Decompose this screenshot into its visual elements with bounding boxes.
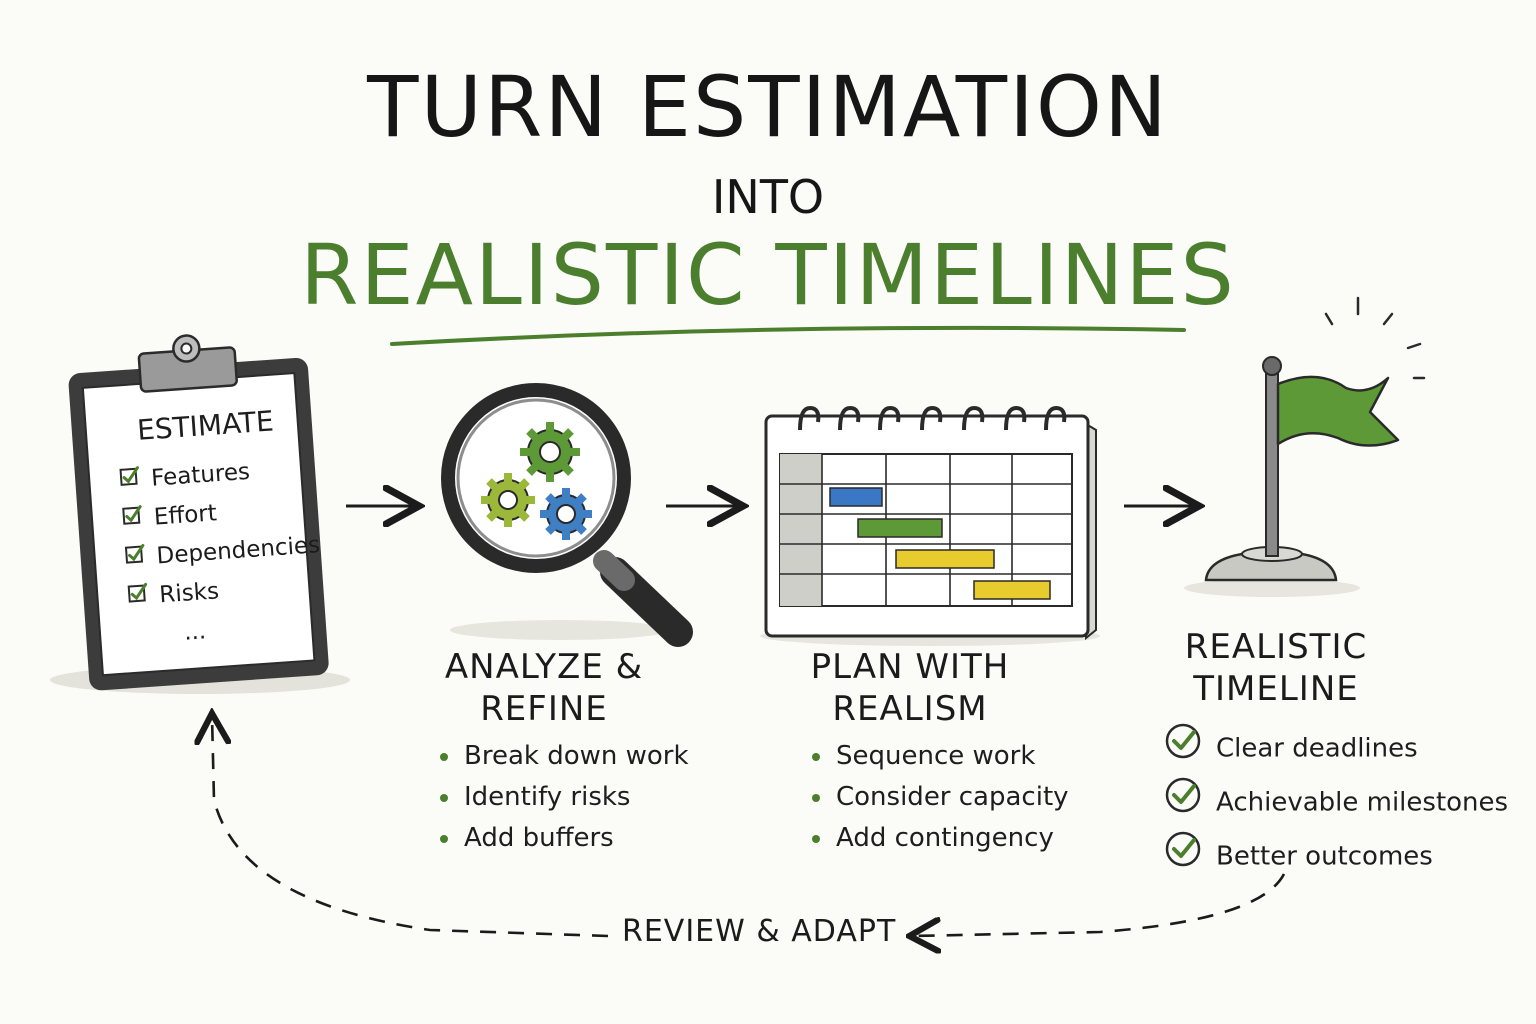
plan-bullets: Sequence work Consider capacity Add cont… [812, 736, 1069, 859]
magnifying-glass-icon [441, 383, 693, 647]
review-adapt-label: REVIEW & ADAPT [612, 914, 907, 949]
analyze-bullet-text: Add buffers [464, 823, 614, 853]
estimate-item-label: Effort [153, 500, 218, 531]
plan-bullet-text: Sequence work [836, 741, 1036, 771]
timeline-check-text: Better outcomes [1216, 841, 1433, 872]
bullet-dot [440, 834, 448, 843]
list-item: Features [118, 448, 316, 501]
bullet-dot [812, 752, 820, 761]
flag-icon [1184, 296, 1426, 597]
bullet-dot [812, 834, 820, 843]
list-item: Dependencies [123, 526, 321, 579]
timeline-step-title: REALISTIC TIMELINE [1136, 626, 1416, 710]
list-item: Add buffers [440, 818, 689, 859]
gantt-bar [895, 549, 995, 569]
estimate-card: ESTIMATE [136, 404, 275, 447]
feedback-loop-path [212, 716, 609, 938]
list-item: Break down work [440, 736, 689, 777]
plan-bullet-text: Consider capacity [836, 782, 1069, 812]
analyze-title-line-1: ANALYZE & [444, 647, 644, 687]
calendar-icon [760, 405, 1100, 646]
list-item: Consider capacity [812, 777, 1069, 818]
gantt-bar [829, 487, 883, 507]
title-underline [390, 325, 1186, 346]
list-item: Risks [126, 565, 324, 618]
title-line-2: INTO [711, 170, 825, 224]
timeline-check-text: Achievable milestones [1216, 787, 1509, 818]
title-line-1: TURN ESTIMATION [367, 58, 1169, 156]
analyze-bullets: Break down work Identify risks Add buffe… [440, 736, 689, 859]
estimate-item-label: Risks [158, 578, 220, 609]
list-item: Effort [121, 487, 319, 540]
plan-step-title: PLAN WITH REALISM [770, 646, 1050, 730]
bullet-dot [440, 793, 448, 802]
analyze-title-line-2: REFINE [480, 689, 608, 729]
check-circle-icon [1164, 776, 1202, 830]
list-item: Achievable milestones [1164, 776, 1508, 830]
analyze-bullet-text: Identify risks [464, 782, 631, 812]
timeline-title-line-1: REALISTIC [1184, 627, 1368, 667]
clipboard-icon [50, 334, 350, 694]
gantt-bar [973, 580, 1051, 600]
checkbox-icon [121, 499, 146, 539]
estimate-item-label: Features [150, 458, 251, 492]
list-item: Sequence work [812, 736, 1069, 777]
check-circle-icon [1164, 830, 1202, 884]
check-circle-icon [1164, 722, 1202, 776]
bullet-dot [440, 752, 448, 761]
plan-title-line-2: REALISM [832, 689, 988, 729]
title-line-3: REALISTIC TIMELINES [300, 226, 1236, 324]
checkbox-icon [126, 577, 151, 617]
timeline-check-text: Clear deadlines [1216, 733, 1418, 764]
gears-icon [481, 422, 592, 540]
list-item: Better outcomes [1164, 830, 1508, 884]
checkbox-icon [118, 460, 143, 500]
plan-title-line-1: PLAN WITH [810, 647, 1010, 687]
plan-bullet-text: Add contingency [836, 823, 1054, 853]
bullet-dot [812, 793, 820, 802]
list-item: Clear deadlines [1164, 722, 1508, 776]
checkbox-icon [123, 538, 148, 578]
feedback-loop-path [912, 873, 1286, 936]
timeline-title-line-2: TIMELINE [1193, 669, 1359, 709]
estimate-list: Features Effort Dependencies Risks ... [118, 448, 327, 656]
estimate-item-label: Dependencies [155, 532, 321, 570]
analyze-bullet-text: Break down work [464, 741, 689, 771]
gantt-bar [857, 518, 943, 538]
list-item: Identify risks [440, 777, 689, 818]
list-item: Add contingency [812, 818, 1069, 859]
analyze-step-title: ANALYZE & REFINE [404, 646, 684, 730]
timeline-checks: Clear deadlines Achievable milestones Be… [1164, 722, 1508, 884]
